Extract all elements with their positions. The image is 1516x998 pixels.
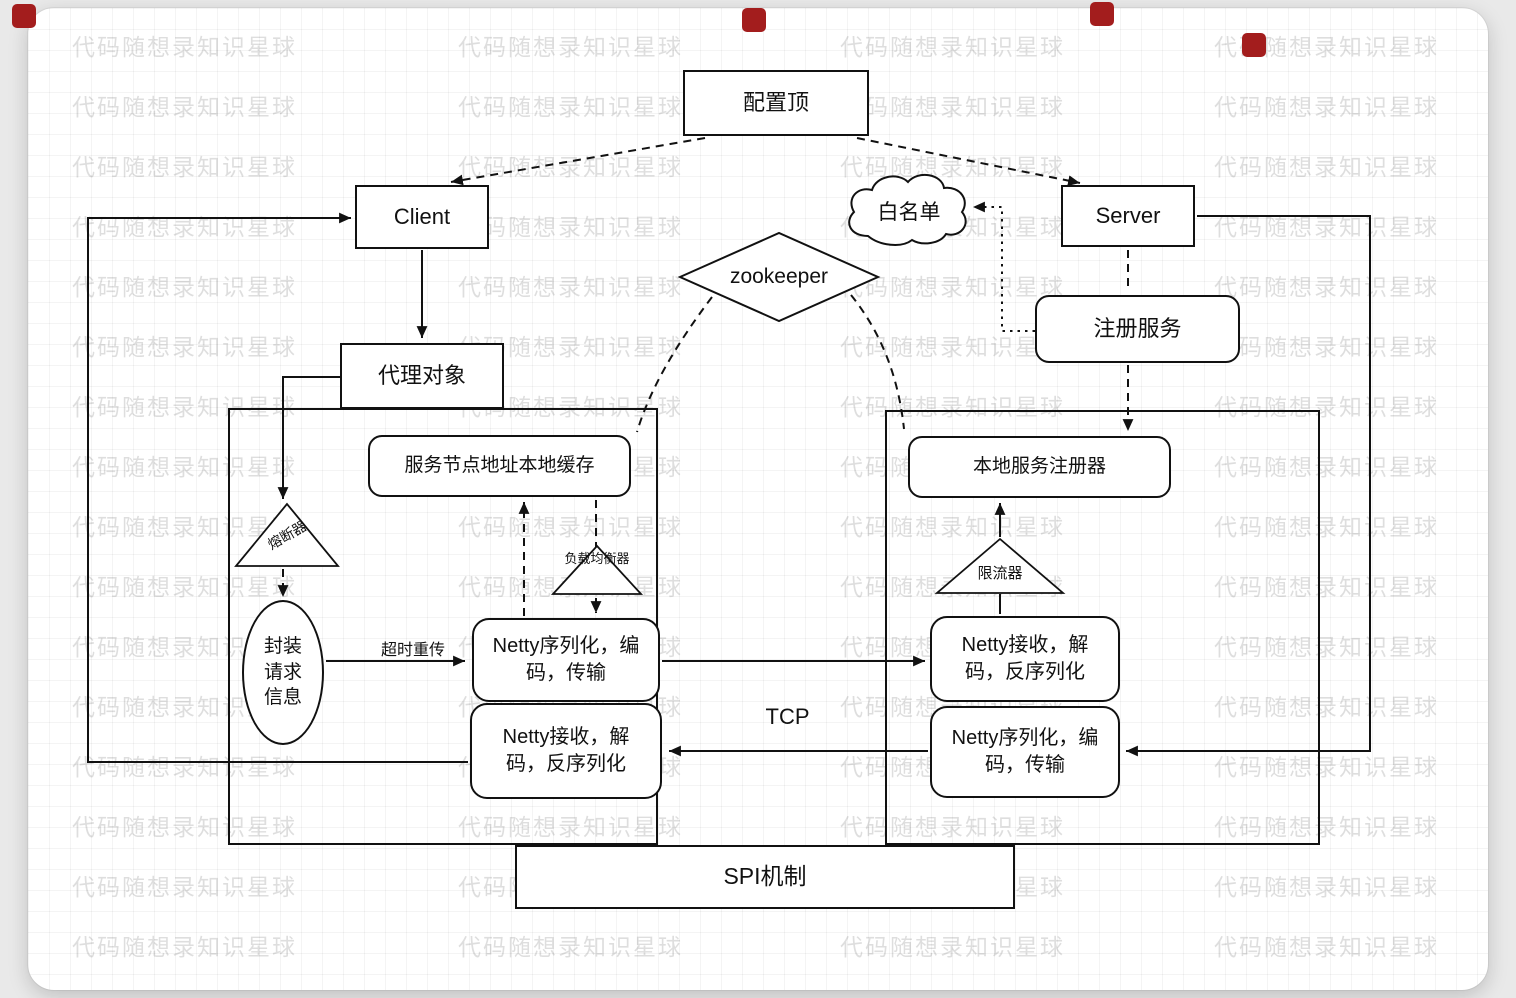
timeout-retry-label: 超时重传 [380,642,445,659]
node-client-netty-recv: Netty接收，解码，反序列化 [470,703,662,799]
zookeeper-label: zookeeper [729,265,829,288]
rate-limiter-label: 限流器 [977,564,1023,582]
node-config-center: 配置顶 [683,70,869,136]
brand-logo-icon [742,8,766,32]
tcp-label: TCP [765,704,810,729]
server-side-container [885,410,1320,845]
node-spi-mechanism: SPI机制 [515,845,1015,909]
node-client-netty-send: Netty序列化，编码，传输 [472,618,660,702]
node-register-service: 注册服务 [1035,295,1240,363]
brand-logo-icon [12,4,36,28]
whitelist-label: 白名单 [877,201,941,224]
load-balancer-label: 负载均衡器 [564,550,630,566]
node-wrap-request: 封装请求信息 [242,600,324,745]
node-wrap-request-label: 封装请求信息 [263,636,302,709]
node-client: Client [355,185,489,249]
node-proxy-object: 代理对象 [340,343,504,409]
node-server: Server [1061,185,1195,247]
brand-logo-icon [1090,2,1114,26]
brand-logo-icon [1242,33,1266,57]
node-server-netty-recv: Netty接收，解码，反序列化 [930,616,1120,702]
node-local-service-registrar: 本地服务注册器 [908,436,1171,498]
node-service-node-cache: 服务节点地址本地缓存 [368,435,631,497]
node-server-netty-send: Netty序列化，编码，传输 [930,706,1120,798]
